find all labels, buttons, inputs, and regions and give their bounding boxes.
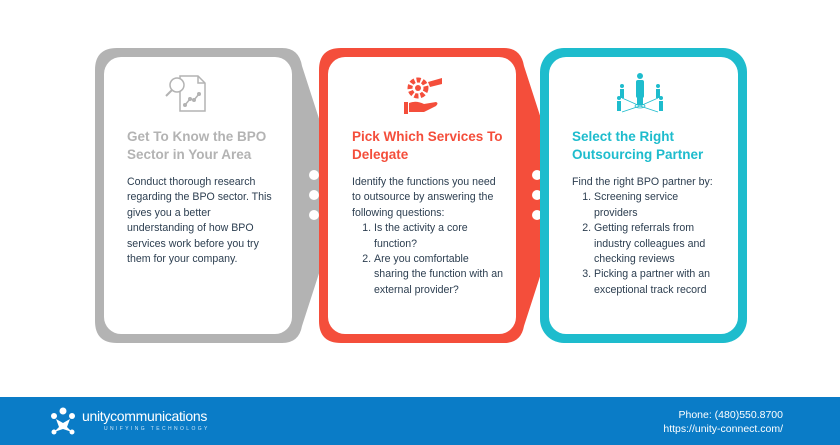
logo-tagline: UNIFYING TECHNOLOGY [104,426,210,432]
step-3-body: Find the right BPO partner by: Screening… [572,175,722,298]
step-3-title: Select the Right Outsourcing Partner [572,129,704,162]
step-2-connector-dots [532,170,542,220]
footer: unitycommunications UNIFYING TECHNOLOGY … [0,397,840,445]
step-2-title: Pick Which Services To Delegate [352,129,503,162]
list-item: Is the activity a core function? [374,221,504,252]
contact-info: Phone: (480)550.8700 https://unity-conne… [663,408,783,436]
step-2-card: Pick Which Services To Delegate Identify… [352,128,504,298]
list-item: Picking a partner with an exceptional tr… [594,267,722,298]
website-link[interactable]: https://unity-connect.com/ [663,423,783,435]
step-1-title: Get To Know the BPO Sector in Your Area [127,129,267,162]
step-2-frame [319,48,566,343]
step-1-card: Get To Know the BPO Sector in Your Area … [127,128,275,267]
step-1-connector-dots [309,170,319,220]
step-1-body: Conduct thorough research regarding the … [127,176,272,266]
unity-logo-icon [51,407,75,435]
network-people-icon [617,73,663,113]
step-2-intro: Identify the functions you need to outso… [352,176,496,219]
list-item: Getting referrals from industry colleagu… [594,221,722,267]
step-3-frame [540,48,747,343]
step-2-body: Identify the functions you need to outso… [352,175,504,298]
list-item: Screening service providers [594,190,722,221]
step-3-list: Screening service providers Getting refe… [572,190,722,298]
step-3-intro: Find the right BPO partner by: [572,176,713,188]
gear-hand-icon [404,77,442,114]
step-3-card: Select the Right Outsourcing Partner Fin… [572,128,722,298]
phone-text: Phone: (480)550.8700 [678,409,783,421]
list-item: Are you comfortable sharing the function… [374,252,504,298]
step-2-list: Is the activity a core function? Are you… [352,221,504,298]
logo-name: unitycommunications [82,408,208,424]
step-1-frame [95,48,344,343]
document-search-chart-icon [165,75,206,112]
